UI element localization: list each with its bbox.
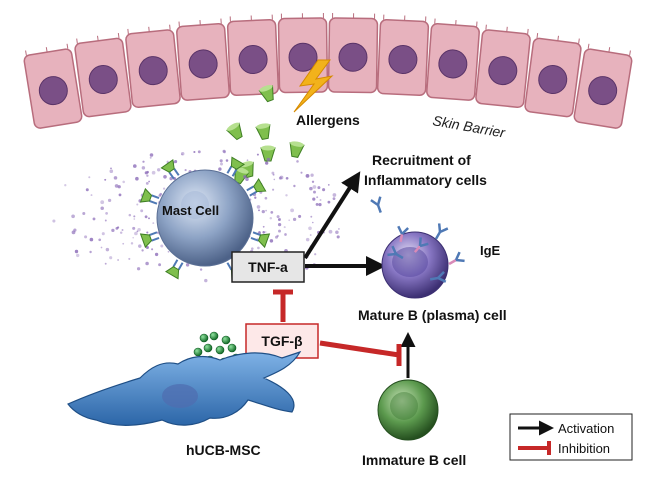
skin-barrier [23, 12, 633, 129]
tnf-alpha-box: TNF-a [231, 251, 305, 283]
tgf-molecule [199, 333, 209, 343]
antibody-icon [370, 196, 382, 213]
activation-arrows [303, 171, 416, 378]
skin-cell [23, 43, 83, 129]
receptor-allergen [164, 259, 184, 280]
receptor-allergen [226, 156, 246, 177]
ige-antibodies [370, 196, 465, 283]
tgf-molecule [193, 347, 203, 357]
skin-cell [573, 43, 633, 129]
arrow-to-recruitment [303, 171, 361, 260]
inhibition-lines [273, 289, 402, 366]
receptor-allergen [246, 177, 267, 197]
tgf-label: TGF-β [261, 333, 303, 349]
hucb-msc-cell [67, 350, 302, 426]
tgf-molecule [209, 331, 219, 341]
allergen-cone [289, 141, 305, 158]
tnf-label: TNF-a [248, 259, 288, 275]
tgf-molecule [227, 343, 237, 353]
skin-cell [74, 33, 132, 118]
allergen-cone [234, 167, 250, 185]
skin-cell [226, 14, 280, 97]
skin-cell [327, 12, 379, 94]
immature-b-label: Immature B cell [362, 452, 466, 468]
recruitment-label-line2: Inflammatory cells [364, 172, 487, 188]
mast-cell-label: Mast Cell [162, 203, 219, 218]
msc-label: hUCB-MSC [186, 442, 261, 458]
antibody-icon [434, 223, 449, 240]
ige-label: IgE [480, 243, 501, 258]
tgf-molecule [221, 335, 231, 345]
allergens-label: Allergens [296, 112, 360, 128]
receptor-allergen [139, 231, 160, 249]
mast-cell [156, 169, 254, 267]
skin-cell [125, 24, 181, 109]
allergen-cone [226, 122, 243, 141]
allergen-lightning-icon [293, 59, 334, 113]
tgf-molecule [215, 345, 225, 355]
skin-cell [176, 18, 230, 101]
tgf-molecule [203, 343, 213, 353]
receptor-allergen [139, 187, 160, 205]
skin-cell [426, 18, 480, 101]
skin-barrier-label: Skin Barrier [431, 112, 507, 141]
skin-cell [475, 24, 531, 109]
mature-b-label: Mature B (plasma) cell [358, 307, 507, 323]
skin-cell [376, 14, 430, 97]
allergen-cone [258, 85, 274, 103]
receptor-allergen [250, 231, 271, 249]
allergen-cone [255, 123, 271, 140]
legend-activation-label: Activation [558, 421, 614, 436]
allergen-cone [260, 145, 276, 162]
recruitment-label-line1: Recruitment of [372, 152, 471, 168]
receptor-allergen [160, 159, 180, 180]
skin-cell [524, 33, 582, 118]
inhibit-tgf-to-b-line [319, 340, 400, 358]
antibody-icon [397, 225, 410, 243]
antibody-icon [387, 245, 404, 260]
legend-inhibition-label: Inhibition [558, 441, 610, 456]
allergen-particles [226, 85, 305, 185]
immature-b-cell [377, 379, 439, 441]
antibody-icon [429, 270, 447, 283]
antibody-icon [413, 237, 429, 253]
mature-b-cell [381, 231, 449, 299]
antibody-icon [448, 251, 465, 266]
legend: Activation Inhibition [509, 413, 633, 461]
